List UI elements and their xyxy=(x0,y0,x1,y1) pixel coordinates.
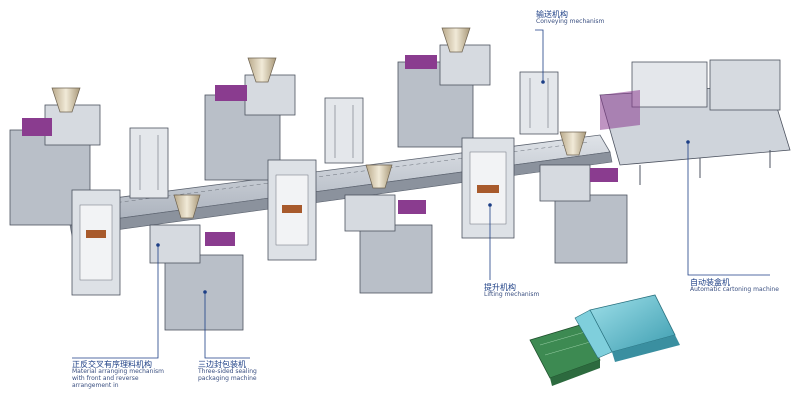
callout-arranging xyxy=(72,243,160,359)
front-packaging-machine-2 xyxy=(344,164,433,294)
rear-packaging-machine-2 xyxy=(204,57,296,181)
label-sealing-zh: 三边封包装机 xyxy=(198,360,246,369)
front-lifting-tower-1 xyxy=(71,189,121,296)
callout-lifting xyxy=(488,203,492,280)
label-conveying-zh: 输送机构 xyxy=(536,10,568,19)
callout-cartoning xyxy=(686,140,770,276)
lifting-tower-2 xyxy=(324,97,364,164)
callout-conveying xyxy=(535,29,545,84)
label-conveying-en: Conveying mechanism xyxy=(536,18,605,26)
label-sealing: 三边封包装机 Three-sided sealing packaging mac… xyxy=(198,360,273,383)
label-lifting: 提升机构 Lifting mechanism xyxy=(484,283,539,299)
cartoning-machine xyxy=(599,59,791,185)
label-lifting-en: Lifting mechanism xyxy=(484,291,540,299)
label-cartoning-zh: 自动装盒机 xyxy=(690,278,730,287)
label-arranging-zh: 正反交叉有序理料机构 xyxy=(72,360,152,369)
lifting-tower-1 xyxy=(129,127,169,199)
front-lifting-tower-2 xyxy=(267,159,317,261)
label-arranging: 正反交叉有序理料机构 Material arranging mechanism … xyxy=(72,360,170,390)
front-packaging-machine-3 xyxy=(539,131,628,264)
rear-packaging-machine-1 xyxy=(9,87,101,226)
label-cartoning: 自动装盒机 Automatic cartoning machine xyxy=(690,278,779,294)
rear-packaging-machine-3 xyxy=(397,27,491,148)
label-arranging-en: Material arranging mechanism with front … xyxy=(72,368,165,389)
label-conveying: 输送机构 Conveying mechanism xyxy=(536,10,604,26)
callout-sealing xyxy=(203,290,250,359)
label-cartoning-en: Automatic cartoning machine xyxy=(690,286,779,294)
label-lifting-zh: 提升机构 xyxy=(484,283,516,292)
label-sealing-en: Three-sided sealing packaging machine xyxy=(198,368,257,383)
lifting-tower-3 xyxy=(519,71,559,135)
carton-box-illustration xyxy=(529,294,680,386)
front-lifting-tower-3 xyxy=(461,137,515,239)
